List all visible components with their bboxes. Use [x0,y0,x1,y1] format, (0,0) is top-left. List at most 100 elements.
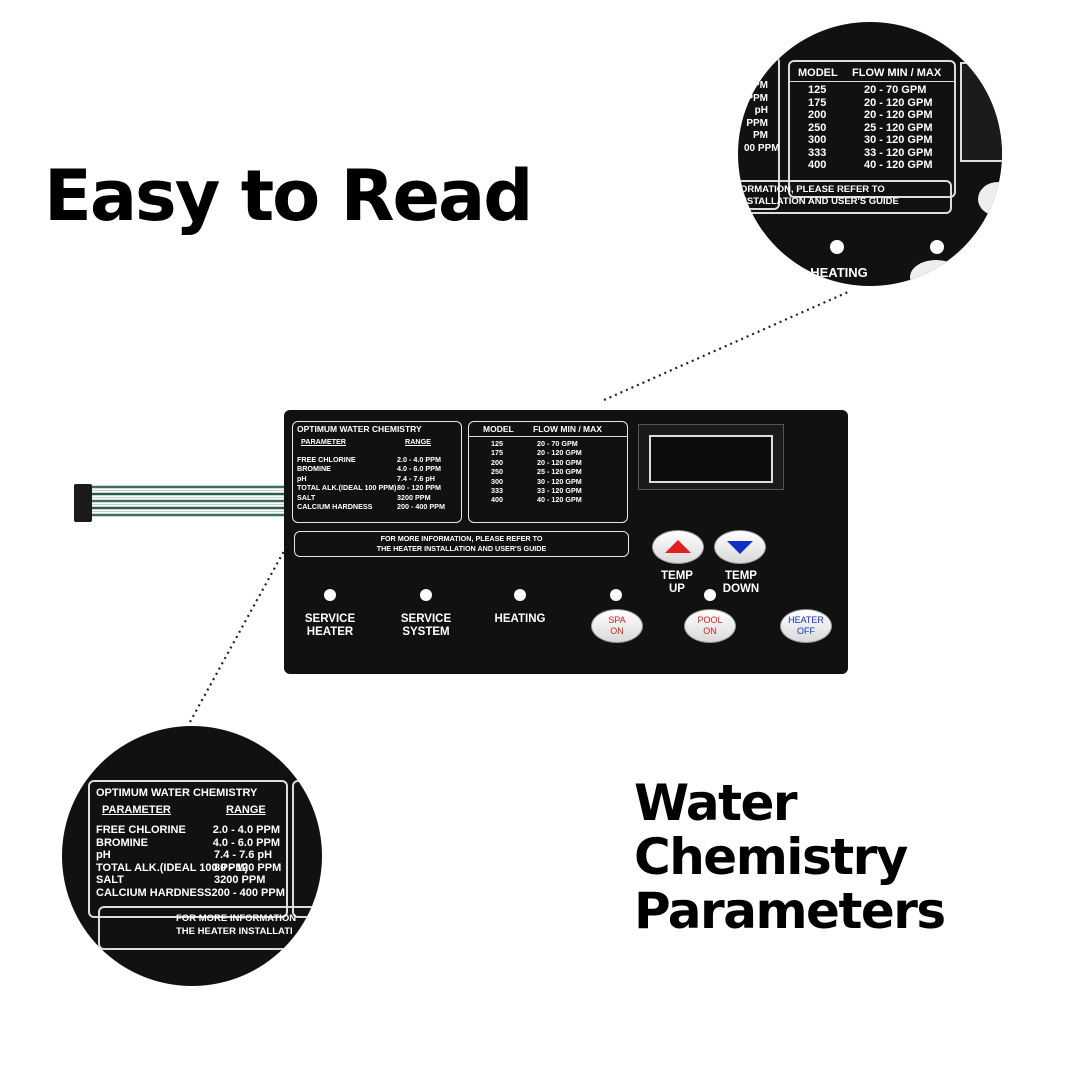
heating-label: HEATING [494,613,546,625]
chem-box-zoom: OPTIMUM WATER CHEMISTRY PARAMETER RANGE … [88,780,288,918]
cell-model: 125 [491,439,503,448]
temp-up-button-edge [978,182,1002,216]
label-line: OFF [797,626,815,636]
range-header: RANGE [226,804,266,816]
cell-range: 7.4 - 7.6 pH [214,849,273,861]
cell-flow: 20 - 120 GPM [864,96,933,109]
headline-line: Water [634,774,798,832]
chem-fragment: 00 PPM [744,142,780,154]
param-header: PARAMETER [102,804,171,816]
label-line: HEATER [306,626,354,638]
chem-title: OPTIMUM WATER CHEMISTRY [297,424,422,434]
label-line: TEMP [661,570,693,582]
table-row: 175 20 - 120 GPM [808,97,948,110]
flow-header: FLOW MIN / MAX [852,67,942,79]
table-row: 333 33 - 120 GPM [491,486,621,495]
cell-flow: 30 - 120 GPM [864,134,933,146]
cell-param: FREE CHLORINE [297,455,356,464]
label-line: HEATER [788,615,824,625]
label-line: ON [610,626,624,636]
cell-param: FREE CHLORINE [96,824,186,836]
cell-flow: 25 - 120 GPM [864,121,933,134]
table-row: 200 20 - 120 GPM [491,458,621,467]
info-note-zoom: ORMATION, PLEASE REFER TO NSTALLATION AN… [738,180,952,214]
divider [790,81,954,82]
model-header: MODEL [798,67,838,79]
label-line: TEMP [725,570,757,582]
model-header: MODEL [483,424,514,434]
cell-param: TOTAL ALK.(IDEAL 100 PPM) [96,861,249,874]
temp-up-button[interactable] [652,530,704,564]
flow-box-edge [292,780,322,918]
info-text: FOR MORE INFORMATION THE HEATER INSTALLA… [176,912,296,938]
cell-range: 200 - 400 PPM [211,886,285,899]
headline-line: Parameters [634,882,946,940]
cell-range: 200 - 400 PPM [397,502,445,512]
cell-model: 200 [808,109,827,121]
info-line: FOR MORE INFORMATION [176,913,297,924]
cell-model: 200 [491,457,503,467]
cell-model: 400 [491,495,503,505]
cell-flow: 40 - 120 GPM [864,159,933,171]
cell-model: 333 [491,486,503,496]
info-note-zoom: FOR MORE INFORMATION THE HEATER INSTALLA… [98,906,322,950]
cell-range: 7.4 - 7.6 pH [397,473,435,483]
cell-flow: 20 - 70 GPM [864,84,927,96]
zoom-chemistry-table: OPTIMUM WATER CHEMISTRY PARAMETER RANGE … [62,726,322,986]
headline-water-chemistry: Water Chemistry Parameters [634,774,946,940]
chem-fragment: pH [754,105,768,116]
heating-label: HEATING [810,265,868,280]
lcd-window [649,435,773,483]
cell-model: 125 [808,84,827,96]
cell-range: 80 - 120 PPM [214,861,282,874]
cell-flow: 20 - 120 GPM [537,457,582,467]
flow-header: FLOW MIN / MAX [533,424,602,434]
cell-range: 2.0 - 4.0 PPM [212,824,280,836]
chem-fragment: PPM [746,80,768,91]
temp-down-button[interactable] [714,530,766,564]
cell-flow: 25 - 120 GPM [537,467,582,477]
water-chemistry-table: OPTIMUM WATER CHEMISTRY PARAMETER RANGE … [292,421,462,523]
divider [469,436,627,437]
label-line: SERVICE [400,613,452,625]
cell-model: 333 [808,146,827,159]
arrow-up-icon [665,540,691,553]
cell-param: SALT [297,492,316,502]
heating-led [514,589,526,601]
cell-flow: 20 - 70 GPM [537,439,578,448]
cell-model: 175 [808,96,827,109]
service-system-led [420,589,432,601]
cell-flow: 33 - 120 GPM [537,486,582,496]
ribbon-cable [90,485,286,517]
cell-param: pH [297,473,307,483]
cell-range: 3200 PPM [214,874,266,886]
service-heater-label: SERVICE HEATER [285,613,375,639]
pool-led [704,589,716,601]
cell-flow: 40 - 120 GPM [537,495,582,505]
table-row: 125 20 - 70 GPM [808,84,948,97]
table-row: 400 40 - 120 GPM [491,495,621,504]
table-row: 125 20 - 70 GPM [491,439,621,448]
info-line: THE HEATER INSTALLATION AND USER'S GUIDE [376,544,547,553]
info-text: ORMATION, PLEASE REFER TO NSTALLATION AN… [740,184,899,208]
lcd-display [638,424,784,490]
